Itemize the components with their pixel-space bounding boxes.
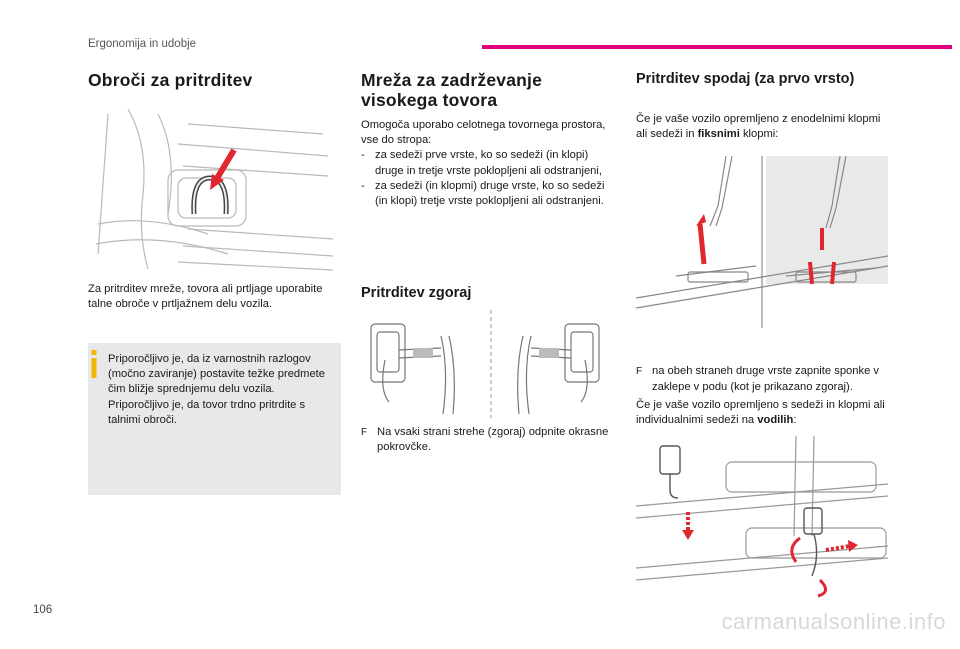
step-top-covers: F Na vsaki strani strehe (zgoraj) odpnit… [361, 425, 611, 455]
step-top-covers-text: Na vsaki strani strehe (zgoraj) odpnite … [377, 426, 609, 454]
step-floor-clips: F na obeh straneh druge vrste zapnite sp… [636, 364, 908, 394]
subtitle-top-fastening: Pritrditev zgoraj [361, 285, 472, 301]
step-glyph: F [636, 366, 643, 378]
figure-floor-ring [95, 108, 334, 271]
cargo-net-intro-text: Omogoča uporabo celotnega tovornega pros… [361, 119, 606, 147]
title-tie-rings: Obroči za pritrditev [88, 70, 253, 90]
title-cargo-net: Mreža za zadrževanje visokega tovora [361, 70, 621, 110]
info-line-2: Priporočljivo je, da tovor trdno pritrdi… [108, 398, 306, 426]
info-box [88, 343, 341, 495]
list-item: -za sedeži (in klopmi) druge vrste, ko s… [361, 179, 605, 208]
bottom-fastening-intro: Če je vaše vozilo opremljeno z enodelnim… [636, 113, 881, 141]
title-cargo-net-line1: Mreža za zadrževanje [361, 70, 543, 90]
section-header: Ergonomija in udobje [88, 38, 197, 50]
title-cargo-net-line2: visokega tovora [361, 90, 498, 110]
info-line-1: Priporočljivo je, da iz varnostnih razlo… [108, 353, 326, 396]
fixed-keyword: fiksnimi [697, 128, 740, 141]
title-bottom-fastening: Pritrditev spodaj (za prvo vrsto) [636, 71, 855, 87]
list-item: -za sedeži prve vrste, ko so sedeži (in … [361, 149, 602, 177]
figure-floor-hooks-rails [636, 436, 888, 598]
cargo-net-intro: Omogoča uporabo celotnega tovornega pros… [361, 118, 611, 209]
body-tie-rings: Za pritrditev mreže, tovora ali prtljage… [88, 283, 323, 311]
page-number: 106 [33, 604, 53, 616]
header-accent-bar [482, 45, 952, 49]
rails-intro: Če je vaše vozilo opremljeno s sedeži in… [636, 399, 885, 427]
step-glyph: F [361, 427, 368, 438]
cargo-net-list: -za sedeži prve vrste, ko so sedeži (in … [361, 148, 611, 209]
info-icon [91, 350, 97, 378]
info-text: Priporočljivo je, da iz varnostnih razlo… [108, 352, 334, 428]
watermark: carmanualsonline.info [721, 609, 946, 634]
figure-roof-covers [370, 310, 600, 418]
figure-floor-hooks-fixed [636, 156, 888, 328]
step-floor-clips-text: na obeh straneh druge vrste zapnite spon… [652, 365, 880, 393]
rails-keyword: vodilih [757, 414, 794, 427]
